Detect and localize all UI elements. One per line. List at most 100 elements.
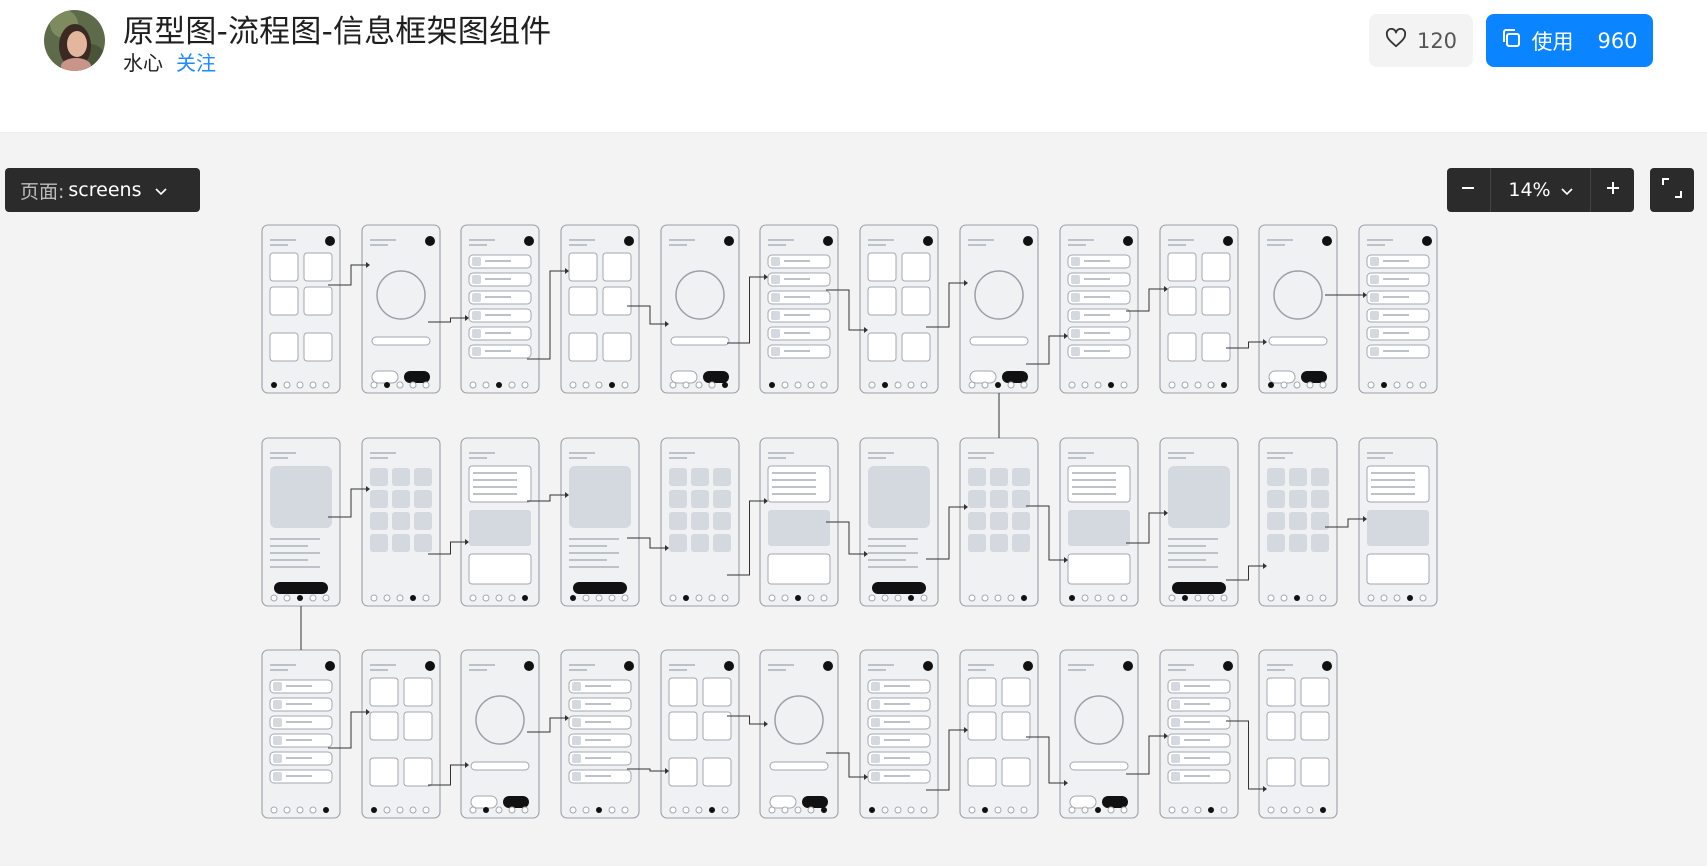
flow-connector (1226, 565, 1263, 581)
wireframe-screen[interactable] (959, 437, 1039, 607)
zoom-in-button[interactable] (1591, 168, 1634, 212)
chevron-down-icon (1561, 179, 1573, 201)
arrow-icon (665, 321, 669, 327)
arrow-icon (565, 492, 569, 498)
zoom-out-button[interactable] (1447, 168, 1491, 212)
wireframe-screen[interactable] (1258, 224, 1338, 394)
use-button[interactable]: 使用 960 (1486, 14, 1653, 67)
arrow-icon (864, 327, 868, 333)
wireframe-screen[interactable] (859, 437, 939, 607)
page-selector-value: screens (68, 179, 142, 201)
wireframe-screen[interactable] (361, 224, 441, 394)
arrow-icon (1064, 780, 1068, 786)
zoom-level: 14% (1508, 179, 1551, 201)
wireframe-screen[interactable] (1059, 649, 1139, 819)
flow-connector (428, 541, 465, 555)
flow-connector (926, 729, 964, 791)
flow-connector (328, 488, 366, 518)
arrow-icon (1164, 510, 1168, 516)
flow-connector (527, 494, 565, 502)
flow-connector (826, 521, 864, 555)
flow-connector (1026, 736, 1064, 784)
avatar[interactable] (44, 10, 105, 71)
arrow-icon (465, 315, 469, 321)
wireframe-screen[interactable] (1258, 437, 1338, 607)
wireframe-screen[interactable] (859, 649, 939, 819)
wireframe-screen[interactable] (959, 649, 1039, 819)
arrow-icon (1363, 292, 1367, 298)
arrow-icon (665, 545, 669, 551)
arrow-icon (1263, 786, 1267, 792)
wireframe-screen[interactable] (759, 224, 839, 394)
wireframe-screen[interactable] (460, 224, 540, 394)
wireframe-screen[interactable] (660, 437, 740, 607)
arrow-icon (465, 539, 469, 545)
wireframe-screen[interactable] (759, 649, 839, 819)
flow-connector (727, 715, 764, 725)
flow-connector (1026, 505, 1064, 561)
wireframe-screen[interactable] (560, 649, 640, 819)
flow-connector (1226, 720, 1263, 790)
wireframe-screen[interactable] (859, 224, 939, 394)
flow-connector (1126, 512, 1164, 544)
arrow-icon (565, 268, 569, 274)
wireframe-screen[interactable] (959, 224, 1039, 394)
wireframe-screen[interactable] (361, 649, 441, 819)
page-selector[interactable]: 页面: screens (5, 168, 200, 212)
flow-connector (727, 276, 764, 344)
like-button[interactable]: 120 (1369, 14, 1473, 67)
wireframe-screen[interactable] (660, 649, 740, 819)
author-name[interactable]: 水心 (123, 51, 163, 75)
zoom-level-dropdown[interactable]: 14% (1491, 168, 1592, 212)
arrow-icon (964, 727, 968, 733)
arrow-icon (465, 762, 469, 768)
arrow-icon (964, 280, 968, 286)
flow-connector (1226, 341, 1263, 349)
use-count: 960 (1597, 28, 1638, 53)
wireframe-screen[interactable] (1358, 437, 1438, 607)
arrow-icon (1064, 333, 1068, 339)
arrow-icon (1164, 286, 1168, 292)
wireframe-screen[interactable] (759, 437, 839, 607)
flow-connector (826, 752, 864, 778)
flow-connector (328, 264, 366, 286)
wireframe-screen[interactable] (261, 649, 341, 819)
wireframe-screen[interactable] (460, 437, 540, 607)
page-title: 原型图-流程图-信息框架图组件 (123, 14, 552, 50)
wireframe-screen[interactable] (1159, 649, 1239, 819)
fullscreen-button[interactable] (1650, 168, 1694, 212)
arrow-icon (864, 551, 868, 557)
wireframe-screen[interactable] (560, 224, 640, 394)
wireframe-screen[interactable] (660, 224, 740, 394)
follow-link[interactable]: 关注 (176, 51, 216, 75)
wireframe-screen[interactable] (460, 649, 540, 819)
wireframe-screen[interactable] (1258, 649, 1338, 819)
arrow-icon (764, 274, 768, 280)
zoom-control: 14% (1447, 168, 1634, 212)
flow-connector (527, 717, 565, 733)
flow-connector (926, 506, 964, 560)
arrow-icon (565, 715, 569, 721)
arrow-icon (1263, 339, 1267, 345)
heart-icon (1385, 27, 1407, 53)
flow-connector (1126, 288, 1164, 312)
arrow-icon (665, 768, 669, 774)
like-count: 120 (1416, 28, 1458, 53)
arrow-icon (1164, 733, 1168, 739)
wireframe-screen[interactable] (560, 437, 640, 607)
wireframe-screen[interactable] (1059, 437, 1139, 607)
arrow-icon (366, 486, 370, 492)
wireframe-screen[interactable] (1159, 437, 1239, 607)
wireframe-screen[interactable] (261, 224, 341, 394)
wireframe-screen[interactable] (1059, 224, 1139, 394)
wireframe-screen[interactable] (1159, 224, 1239, 394)
wireframe-screen[interactable] (1358, 224, 1438, 394)
flow-connector (428, 317, 465, 323)
wireframe-screen[interactable] (261, 437, 341, 607)
flow-connector (1325, 518, 1363, 528)
arrow-icon (1064, 557, 1068, 563)
wireframe-screen[interactable] (361, 437, 441, 607)
flow-connector (627, 537, 665, 549)
flow-connector (627, 305, 665, 325)
